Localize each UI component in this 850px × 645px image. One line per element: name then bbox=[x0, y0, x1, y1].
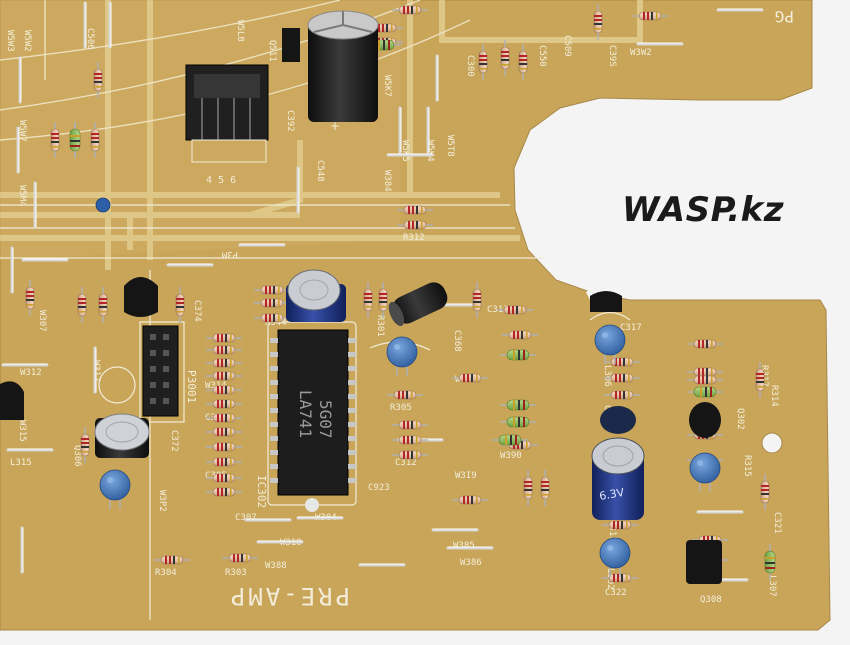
connector-left bbox=[142, 325, 179, 417]
silk-ref-q306: Q306 bbox=[72, 445, 82, 467]
silk-ref-r312: R312 bbox=[403, 233, 425, 243]
silk-ref-w5t8: W5T8 bbox=[445, 135, 455, 157]
silk-ref-l306: L306 bbox=[602, 365, 612, 387]
silk-ref-c307: C307 bbox=[235, 513, 257, 523]
silk-ref-l307: L307 bbox=[767, 575, 777, 597]
silk-label-conn-ref: P3001 bbox=[185, 370, 198, 403]
silk-ref-q308: Q308 bbox=[700, 595, 722, 605]
silk-ref-w3w2: W3W2 bbox=[630, 48, 652, 58]
ic-chip: LA741 5G07 bbox=[270, 329, 356, 512]
silk-ref-c550: C550 bbox=[537, 45, 547, 67]
silk-ref-l315: L315 bbox=[10, 458, 32, 468]
silk-ref-p3m: P3M bbox=[221, 249, 238, 259]
silk-ref-c392: C392 bbox=[285, 110, 295, 132]
silk-ref-c374: C374 bbox=[192, 300, 202, 322]
ic-code-label: 5G07 bbox=[316, 400, 335, 439]
silk-ref-q302: Q302 bbox=[735, 408, 745, 430]
silk-ref-w312: W312 bbox=[20, 368, 42, 378]
silk-ref-c372: C372 bbox=[169, 430, 179, 452]
cap-voltage-label: 6.3V bbox=[598, 486, 625, 503]
silk-ref-q511: Q511 bbox=[267, 40, 277, 62]
electrolytic-cap-left bbox=[94, 413, 150, 458]
silk-ref-w307: W307 bbox=[37, 310, 47, 332]
silk-ref-w315: W315 bbox=[17, 420, 27, 442]
silk-ref-r303: R303 bbox=[225, 568, 247, 578]
silk-ref-w390: W390 bbox=[500, 451, 522, 461]
silk-ref-w5w2: W5W2 bbox=[22, 30, 32, 52]
silk-ref-c317: C317 bbox=[620, 323, 642, 333]
silk-ref-w3i9: W3I9 bbox=[455, 471, 477, 481]
silk-ref-r314: R314 bbox=[769, 385, 779, 407]
silk-ref-w5k7: W5K7 bbox=[382, 75, 392, 97]
silk-ref-w5w3: W5W3 bbox=[5, 30, 15, 52]
silk-ref-c368: C368 bbox=[452, 330, 462, 352]
silk-ref-w5k5: W5K5 bbox=[400, 140, 410, 162]
silk-ref-c548: C548 bbox=[315, 160, 325, 182]
silk-ref-w386: W386 bbox=[460, 558, 482, 568]
connector-top bbox=[185, 64, 269, 163]
silk-ref-c312: C312 bbox=[395, 458, 417, 468]
silk-label-corner: PG bbox=[775, 7, 794, 26]
silk-ref-w388: W388 bbox=[265, 561, 287, 571]
silk-label-conn-pins: 4 5 6 bbox=[206, 175, 236, 186]
silk-ref-c321: C321 bbox=[772, 512, 782, 534]
silk-ref-w5m4: W5M4 bbox=[17, 185, 27, 207]
silk-ref-c923: C923 bbox=[368, 483, 390, 493]
silk-label-section: PRE-AMP bbox=[228, 582, 350, 610]
silk-label-ic-ref: IC302 bbox=[255, 475, 268, 508]
silk-ref-c322: C322 bbox=[605, 588, 627, 598]
watermark-text: WASP.kz bbox=[622, 190, 785, 230]
ic-part-label: LA741 bbox=[296, 390, 315, 438]
silk-ref-r301: R301 bbox=[375, 315, 385, 337]
transistors bbox=[0, 28, 722, 584]
silk-ref-w3p2: W3P2 bbox=[157, 490, 167, 512]
electrolytic-cap-center bbox=[286, 269, 346, 322]
silk-ref-r304: R304 bbox=[155, 568, 177, 578]
silk-ref-c300: C300 bbox=[465, 55, 475, 77]
silk-ref-w5w7: W5W7 bbox=[17, 120, 27, 142]
svg-text:+: + bbox=[330, 119, 340, 133]
silk-ref-w5l8: W5L8 bbox=[235, 20, 245, 42]
silk-ref-r315: R315 bbox=[742, 455, 752, 477]
silk-ref-r344: R344 bbox=[265, 318, 287, 328]
silk-ref-c313: C313 bbox=[607, 520, 617, 542]
electrolytic-cap-blue: 6.3V bbox=[591, 437, 645, 520]
copper-traces bbox=[0, 0, 643, 270]
silk-ref-c39s: C39S bbox=[607, 45, 617, 67]
silk-ref-w385: W385 bbox=[453, 541, 475, 551]
silk-ref-c506: C506 bbox=[85, 28, 95, 50]
electrolytic-cap-lying bbox=[388, 282, 448, 327]
silk-ref-w384: W384 bbox=[382, 170, 392, 192]
silk-ref-r305: R305 bbox=[390, 403, 412, 413]
ceramic-capacitors bbox=[95, 197, 721, 578]
silk-ref-c509: C509 bbox=[562, 35, 572, 57]
mounting-hole bbox=[761, 432, 783, 454]
silk-ref-w5k4: W5K4 bbox=[425, 140, 435, 162]
electrolytic-cap-large: + bbox=[307, 10, 379, 133]
